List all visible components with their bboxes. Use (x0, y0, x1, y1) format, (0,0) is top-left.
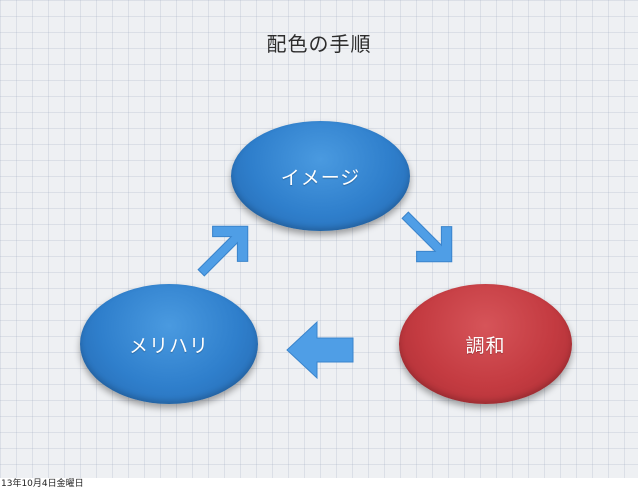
node-image: イメージ (231, 121, 410, 231)
slide: 配色の手順 イメージ 調和 メリハリ (80, 32, 572, 404)
slide-title: 配色の手順 (266, 32, 372, 56)
node-harmony: 調和 (399, 284, 572, 404)
arrow-up-right-icon (197, 225, 249, 277)
footer-timestamp: 13年10月4日金曜日 (0, 478, 638, 491)
arrow-left-icon (286, 320, 354, 380)
node-contrast: メリハリ (80, 284, 258, 404)
arrow-down-right-icon (401, 211, 453, 263)
